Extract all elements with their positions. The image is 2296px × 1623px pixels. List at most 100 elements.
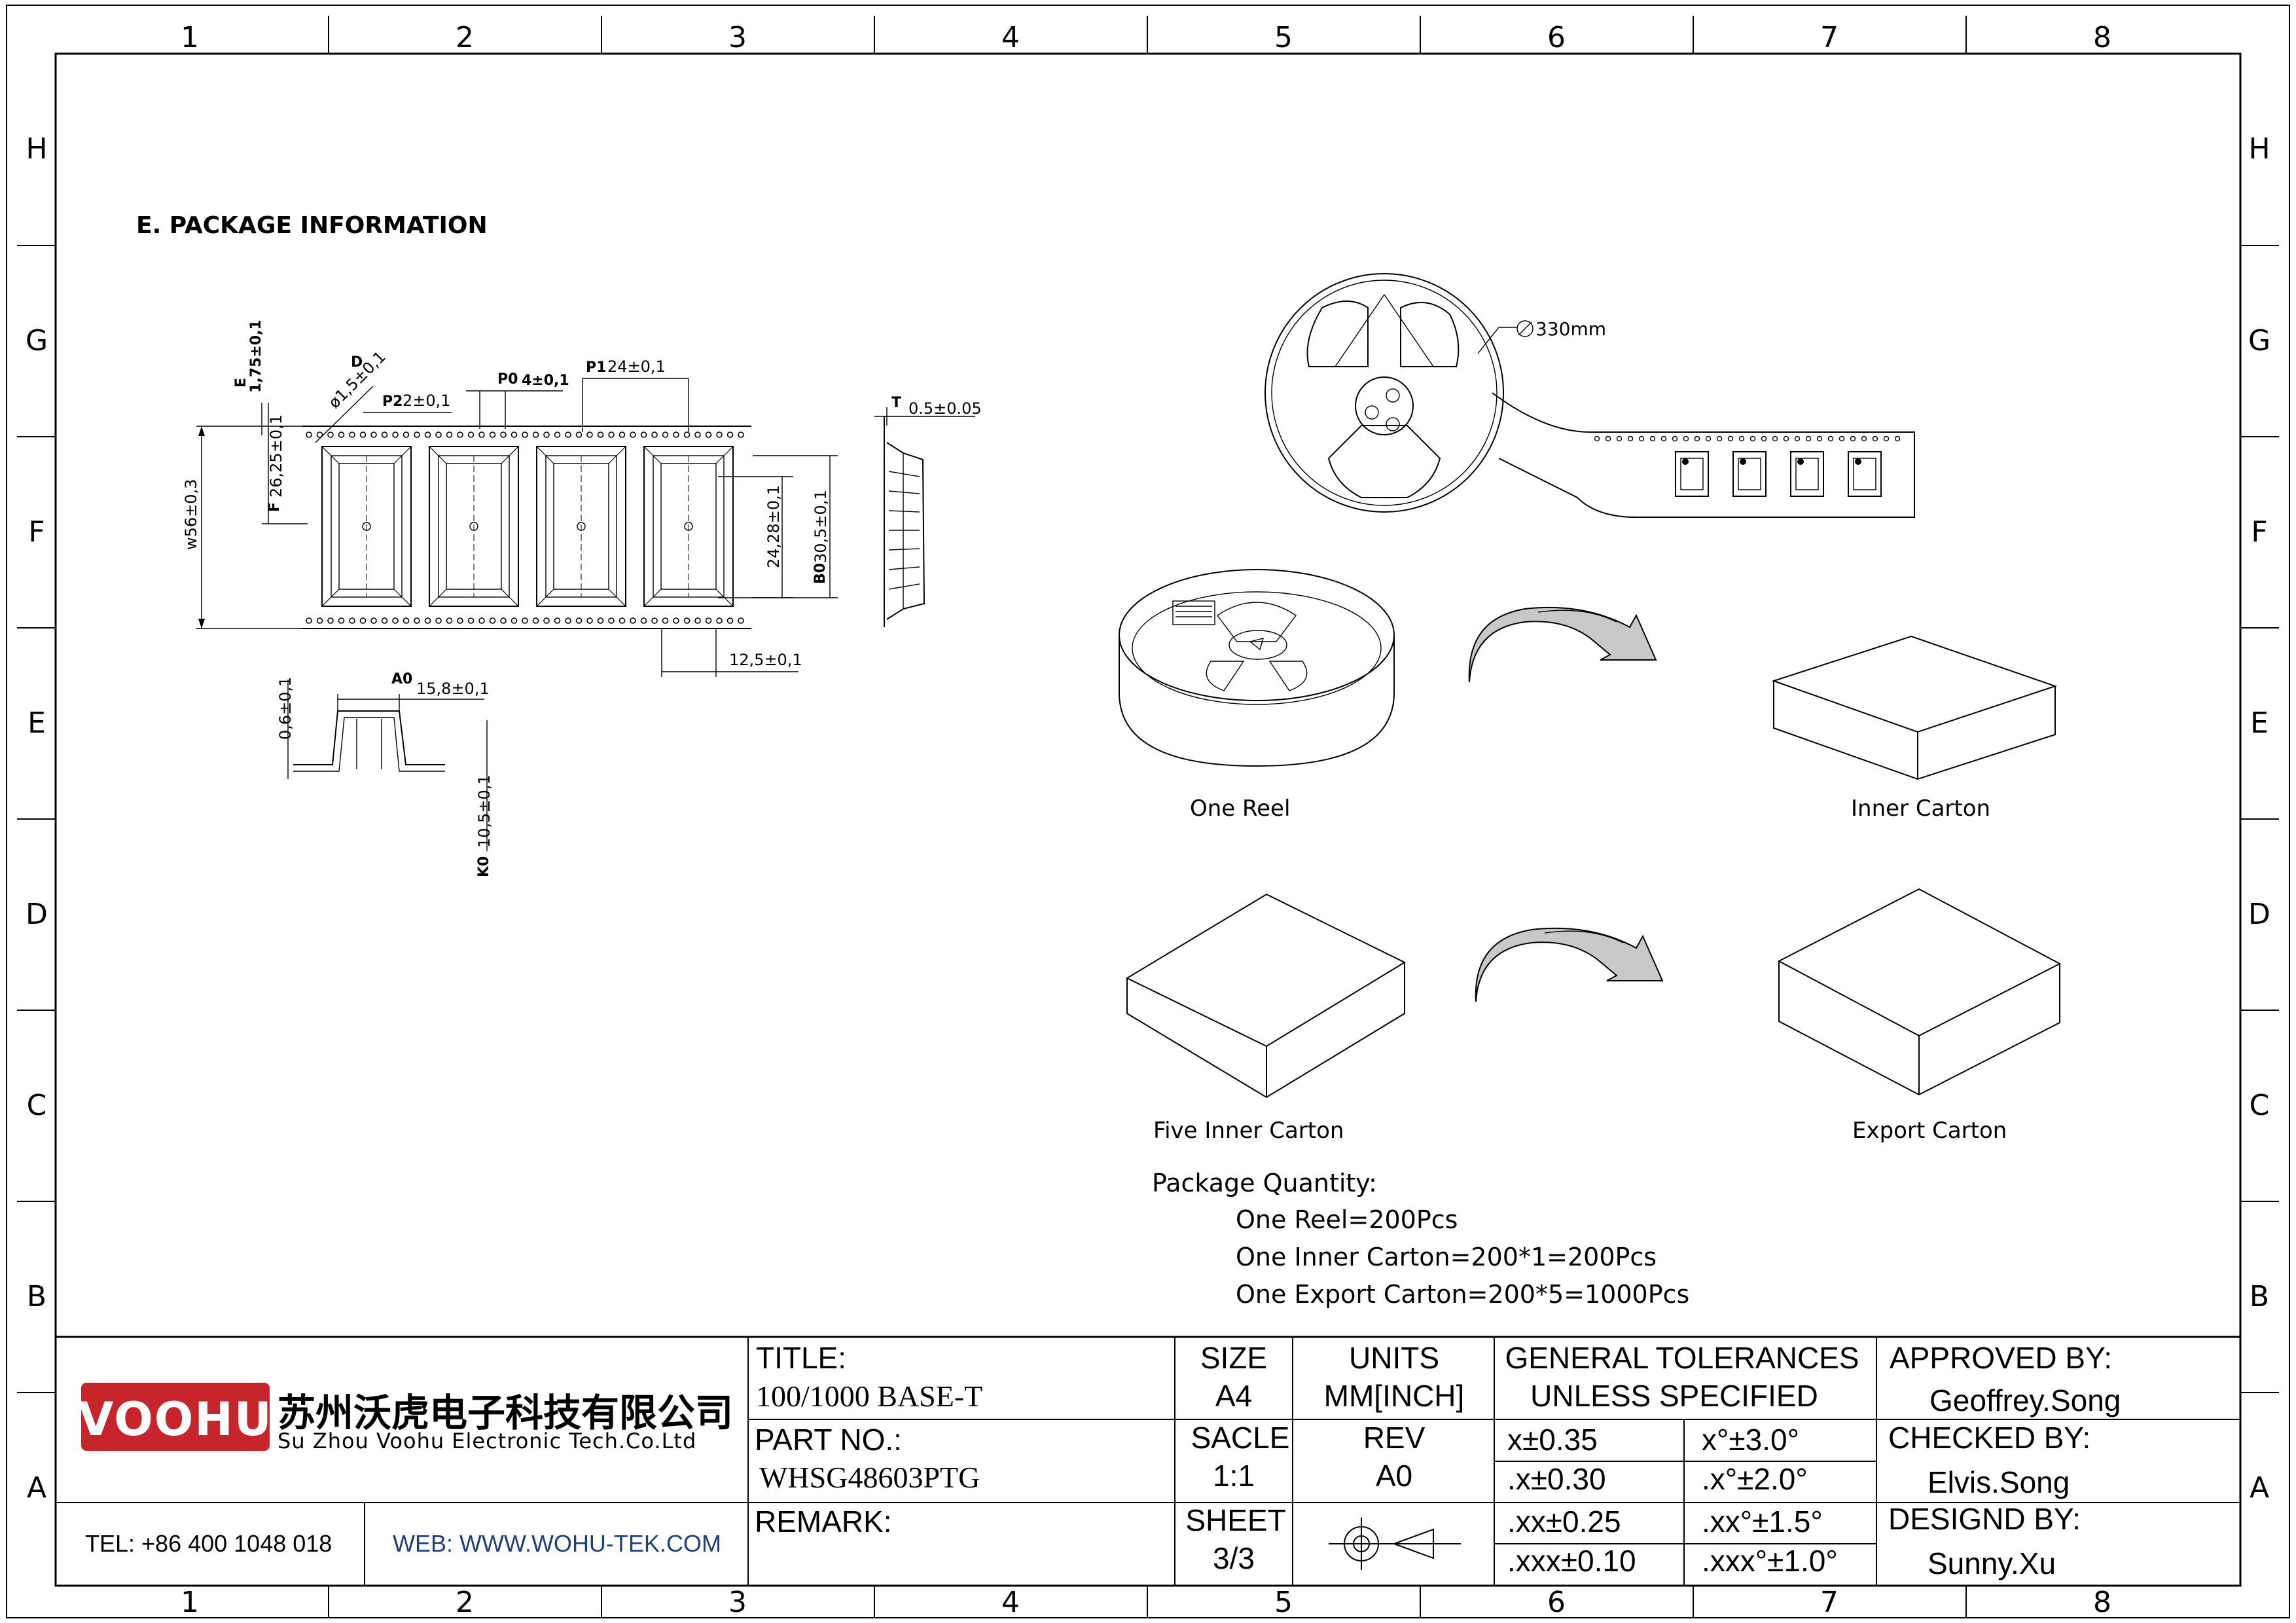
sprocket-hole [327, 431, 334, 438]
zone-row-h: H [26, 132, 47, 166]
sprocket-hole [640, 617, 647, 624]
tol-angle-3: .xx°±1.5° [1702, 1504, 1823, 1539]
sprocket-hole [424, 431, 431, 438]
sprocket-hole [370, 431, 377, 438]
dim-p2-label: P2 [382, 393, 403, 410]
part-no-value: WHSG48603PTG [759, 1461, 980, 1494]
caption-five-inner: Five Inner Carton [1153, 1118, 1344, 1144]
tape-hole [1761, 435, 1767, 442]
approved-label: APPROVED BY: [1890, 1341, 2112, 1375]
tape-hole [1894, 435, 1901, 442]
tape-hole [1749, 435, 1756, 442]
sprocket-hole [586, 431, 593, 438]
sprocket-hole [738, 617, 744, 624]
tape-hole [1605, 435, 1611, 442]
zone-row-f: F [28, 515, 45, 549]
sprocket-hole [381, 617, 388, 624]
tol-angle-2: .x°±2.0° [1702, 1462, 1808, 1496]
tape-hole [1772, 435, 1778, 442]
sprocket-hole [738, 431, 744, 438]
zone-labels-right: H G F E D C B A [2248, 132, 2270, 1504]
sheet-label: SHEET [1185, 1503, 1285, 1537]
zone-col-1: 1 [181, 21, 199, 54]
dim-b0-label: B0 [812, 563, 829, 584]
tape-hole [1683, 435, 1689, 442]
sprocket-hole [673, 617, 679, 624]
zone-col-6: 6 [1547, 21, 1566, 54]
sprocket-hole [467, 617, 475, 624]
size-label: SIZE [1200, 1341, 1267, 1375]
tape-hole [1627, 435, 1634, 442]
sprocket-hole [467, 431, 475, 438]
section-title: E. PACKAGE INFORMATION [136, 212, 488, 239]
dim-k0: 10,5±0,1 [475, 775, 493, 848]
five-inner-carton-drawing [1125, 893, 1407, 1099]
sprocket-hole [457, 431, 463, 438]
sprocket-hole [316, 431, 323, 438]
zone-row-e-right: E [2250, 706, 2269, 740]
zone-row-a: A [27, 1471, 46, 1504]
arrow-inner-to-export [1475, 927, 1664, 1002]
sprocket-hole [381, 431, 388, 438]
sprocket-hole [694, 617, 701, 624]
sprocket-hole [554, 617, 561, 624]
company-web: WEB: WWW.WOHU-TEK.COM [393, 1530, 721, 1557]
rev-value: A0 [1376, 1459, 1412, 1493]
sheet-value: 3/3 [1213, 1541, 1255, 1575]
zone-col-2-bottom: 2 [456, 1586, 474, 1619]
sprocket-hole [392, 431, 399, 438]
zone-col-8-bottom: 8 [2093, 1586, 2111, 1619]
part-no-label: PART NO.: [755, 1423, 902, 1457]
pocket-corner-line [608, 589, 626, 607]
tape-hole [1794, 435, 1801, 442]
sprocket-hole [338, 431, 345, 438]
tol-linear-1: x±0.35 [1507, 1423, 1598, 1457]
tape-dimensions-left: w56±0,3 F 26,25±0,1 E 1,75±0,1 D ø1,5±0,… [182, 319, 689, 629]
tape-pocket [643, 446, 734, 607]
dim-p1-label: P1 [586, 359, 606, 376]
logo-text: VOOHU [78, 1393, 272, 1446]
sprocket-hole [403, 431, 410, 438]
sprocket-hole [586, 617, 593, 624]
approved-value: Geoffrey.Song [1929, 1383, 2121, 1417]
zone-col-3-bottom: 3 [728, 1586, 747, 1619]
zone-col-6-bottom: 6 [1547, 1586, 1566, 1619]
tape-hole [1850, 435, 1856, 442]
scale-label: SACLE [1191, 1421, 1290, 1455]
company-tel: TEL: +86 400 1048 018 [85, 1530, 332, 1557]
checked-value: Elvis.Song [1928, 1465, 2070, 1499]
dim-e: 1,75±0,1 [248, 319, 264, 393]
sprocket-hole [716, 617, 723, 624]
zone-labels-top: 1 2 3 4 5 6 7 8 [181, 21, 2111, 54]
scale-value: 1:1 [1213, 1459, 1255, 1493]
sprocket-hole [392, 617, 399, 624]
dim-p0: 4±0,1 [522, 373, 569, 389]
tape-hole [1883, 435, 1890, 442]
tape-hole [1738, 435, 1745, 442]
zone-col-3: 3 [728, 21, 747, 54]
zone-row-c: C [27, 1089, 47, 1122]
dim-e-label: E [233, 378, 249, 388]
pocket-corner-line [608, 446, 626, 464]
zone-row-g-right: G [2248, 324, 2270, 357]
pocket-hole [684, 522, 693, 531]
zone-row-f-right: F [2251, 515, 2267, 549]
sprocket-hole [370, 617, 377, 624]
tape-hole [1861, 435, 1867, 442]
zone-row-e: E [27, 706, 46, 740]
pocket-corner-line [501, 589, 519, 607]
tape-hole [1727, 435, 1734, 442]
sprocket-hole [630, 617, 636, 624]
company-name-en: Su Zhou Voohu Electronic Tech.Co.Ltd [278, 1429, 696, 1453]
sprocket-hole [575, 431, 583, 438]
sprocket-hole [726, 617, 734, 624]
tol-linear-4: .xxx±0.10 [1507, 1544, 1636, 1578]
dim-06: 0,6±0,1 [276, 677, 295, 740]
pocket-corner-line [393, 589, 412, 607]
dim-125: 12,5±0,1 [729, 651, 802, 669]
sprocket-hole [554, 431, 561, 438]
package-quantity-line-2: One Inner Carton=200*1=200Pcs [1236, 1243, 1657, 1271]
sprocket-hole [597, 617, 604, 624]
tape-pocket [536, 446, 626, 607]
tolerance-title-1: GENERAL TOLERANCES [1505, 1341, 1859, 1375]
